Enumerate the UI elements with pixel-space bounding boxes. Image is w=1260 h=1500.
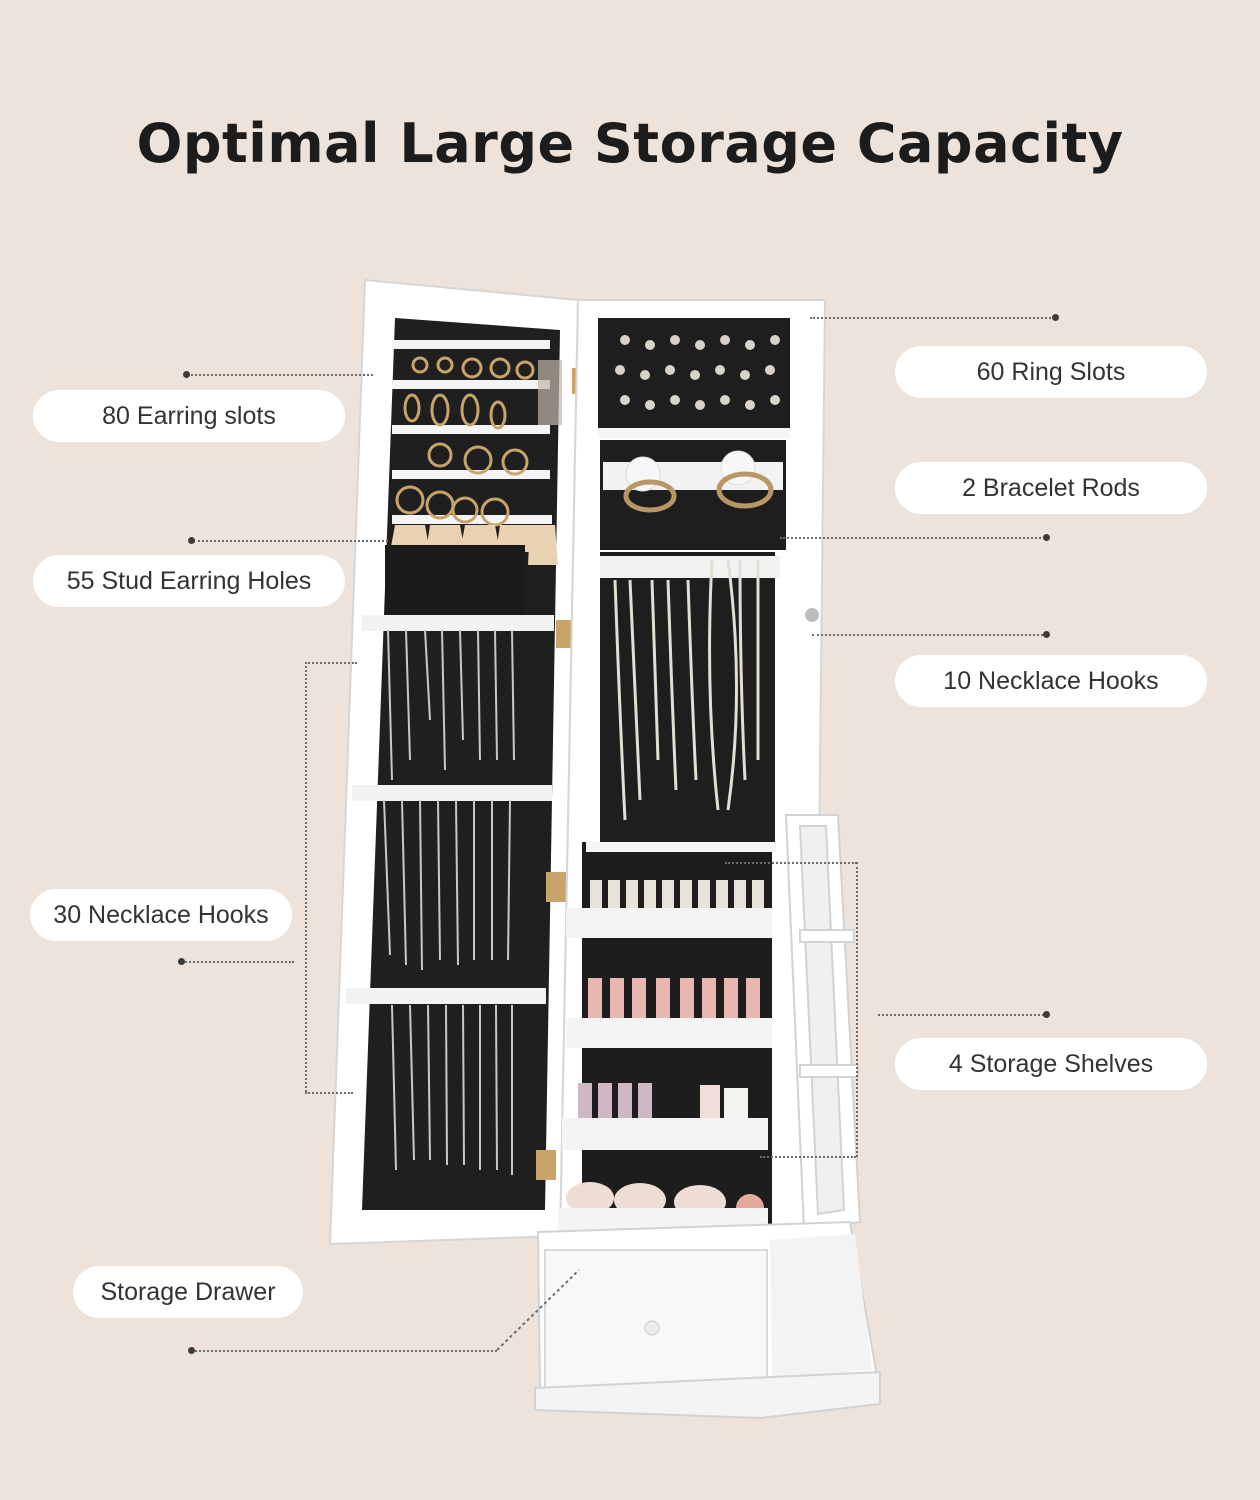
callout-storage-drawer: Storage Drawer xyxy=(73,1266,303,1318)
leader-line xyxy=(780,537,1048,539)
leader-dot xyxy=(1043,631,1050,638)
callout-storage-shelves: 4 Storage Shelves xyxy=(895,1038,1207,1090)
leader-dot xyxy=(1052,314,1059,321)
leader-dot xyxy=(188,1347,195,1354)
leader-line xyxy=(810,317,1055,319)
leader-line xyxy=(193,540,388,542)
cabinet-body xyxy=(558,299,827,1246)
side-shelf-unit xyxy=(784,814,862,1232)
cabinet-door xyxy=(328,278,590,1246)
leader-line xyxy=(305,662,307,1092)
drawer-base xyxy=(534,1220,881,1420)
callout-bracelet-rods: 2 Bracelet Rods xyxy=(895,462,1207,514)
callout-earring-slots: 80 Earring slots xyxy=(33,390,345,442)
leader-dot xyxy=(1043,1011,1050,1018)
leader-line xyxy=(305,1092,353,1094)
leader-line xyxy=(305,662,357,664)
leader-dot xyxy=(1043,534,1050,541)
leader-line xyxy=(760,1156,856,1158)
leader-line xyxy=(878,1014,1048,1016)
leader-dot xyxy=(178,958,185,965)
leader-line xyxy=(192,1350,497,1352)
leader-dot xyxy=(188,537,195,544)
leader-line xyxy=(188,374,373,376)
callout-ring-slots: 60 Ring Slots xyxy=(895,346,1207,398)
leader-line xyxy=(182,961,294,963)
callout-stud-holes: 55 Stud Earring Holes xyxy=(33,555,345,607)
leader-dot xyxy=(183,371,190,378)
leader-line xyxy=(725,862,857,864)
callout-necklace-hooks-right: 10 Necklace Hooks xyxy=(895,655,1207,707)
leader-line xyxy=(496,1269,580,1351)
leader-line xyxy=(856,862,858,1157)
callout-necklace-hooks-left: 30 Necklace Hooks xyxy=(30,889,292,941)
leader-line xyxy=(812,634,1047,636)
page-title: Optimal Large Storage Capacity xyxy=(136,112,1124,175)
